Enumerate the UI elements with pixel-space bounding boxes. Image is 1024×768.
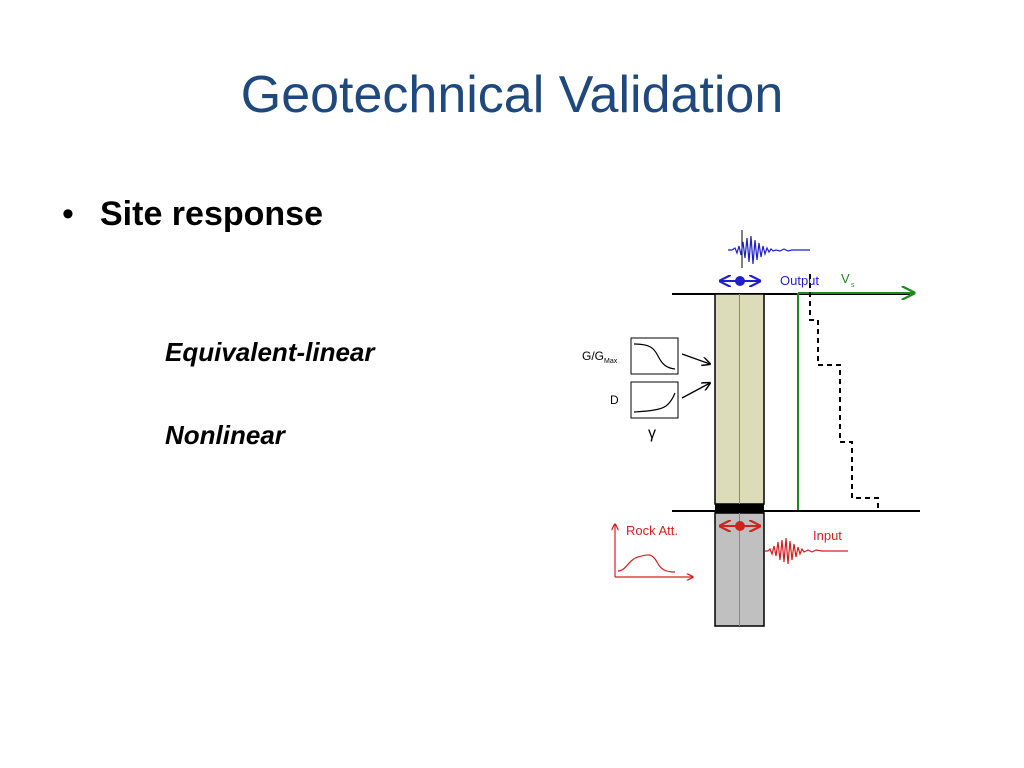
bullet-dot: • bbox=[62, 195, 74, 233]
method-equivalent-linear: Equivalent-linear bbox=[165, 337, 375, 367]
output-motion-arrow-icon bbox=[720, 276, 760, 286]
site-response-diagram: Output V s G/G Max D bbox=[582, 230, 920, 627]
rock-att-label: Rock Att. bbox=[626, 523, 678, 538]
bullet-text: Site response bbox=[100, 195, 323, 233]
g-gmax-arrow bbox=[681, 353, 710, 364]
g-gmax-curve bbox=[633, 343, 676, 370]
gamma-label: γ bbox=[648, 425, 656, 442]
vs-label: V bbox=[841, 271, 850, 286]
damping-label: D bbox=[610, 393, 619, 407]
damping-curve bbox=[633, 392, 676, 413]
method-nonlinear: Nonlinear bbox=[165, 420, 285, 450]
g-gmax-subscript: Max bbox=[604, 358, 618, 365]
bullet-item: • Site response bbox=[62, 192, 323, 236]
input-motion-arrow-icon bbox=[720, 521, 760, 531]
vs-profile-line bbox=[809, 274, 879, 510]
output-label: Output bbox=[780, 273, 819, 288]
input-label: Input bbox=[813, 528, 842, 543]
slide-title: Geotechnical Validation bbox=[240, 66, 784, 124]
output-seismogram-icon bbox=[728, 230, 810, 268]
vs-subscript: s bbox=[851, 282, 855, 289]
g-gmax-label: G/G bbox=[582, 349, 604, 363]
damping-arrow bbox=[681, 383, 710, 399]
input-seismogram-icon bbox=[765, 537, 848, 565]
rock-attenuation-plot bbox=[615, 524, 693, 577]
bedrock-interface bbox=[715, 504, 764, 513]
